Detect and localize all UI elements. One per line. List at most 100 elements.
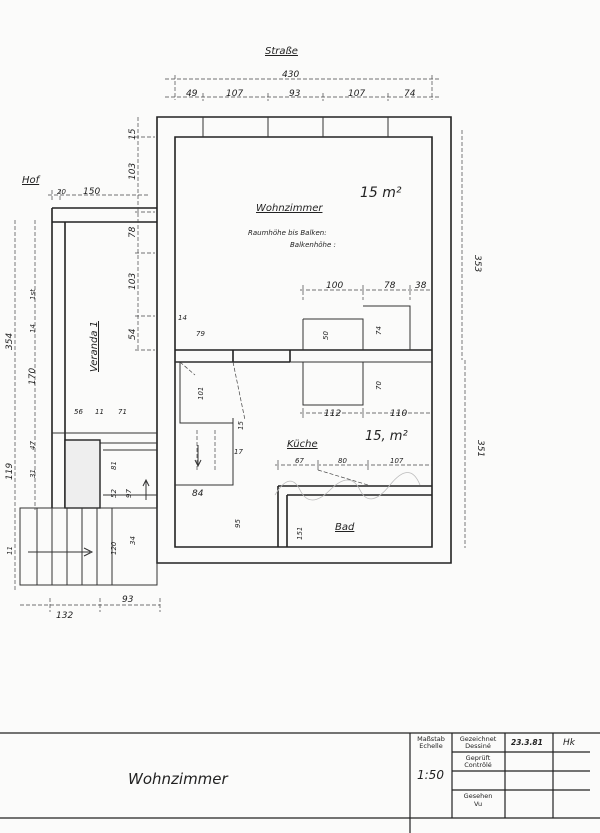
- bath-room: [275, 460, 432, 547]
- dim-cab-bottom-0: 112: [324, 409, 341, 419]
- title-block: Wohnzimmer Maßstab Echelle 1:50 Gezeichn…: [0, 732, 600, 833]
- beam-height-label: Balkenhöhe :: [290, 241, 336, 249]
- kitchen-cabinet: [302, 362, 364, 406]
- dim-stairs-5: 97: [125, 489, 133, 498]
- top-dimension-lines: [165, 75, 440, 101]
- partition-wall: [175, 349, 432, 363]
- seen-label: Gesehen: [464, 792, 493, 800]
- bath-walls: [277, 485, 432, 547]
- veranda-dimension-line: [48, 190, 150, 200]
- dim-hall-1: 79: [196, 330, 205, 338]
- drawing-title: Wohnzimmer: [128, 770, 229, 788]
- dim-bath-top-0: 67: [295, 457, 304, 465]
- arrow-right-icon: [28, 547, 94, 557]
- dim-hall-4: 17: [234, 448, 243, 456]
- room-height-label: Raumhöhe bis Balken:: [248, 229, 327, 237]
- dim-left-0: 15: [128, 128, 138, 140]
- door-swing: [179, 361, 246, 421]
- dim-bath-top-2: 107: [390, 457, 404, 465]
- dim-left-4: 54: [128, 328, 138, 340]
- living-cabinets: [302, 305, 411, 350]
- dim-cab-bottom-1: 110: [390, 409, 407, 419]
- veranda-left-dimension-lines: [14, 220, 36, 590]
- drawn-initials: Hk: [563, 738, 576, 748]
- dim-top-0: 49: [186, 89, 198, 99]
- hall-walls: [175, 361, 234, 486]
- stair-treads: [36, 508, 113, 585]
- yard-label: Hof: [22, 175, 41, 186]
- checked-label-fr: Contrôlé: [464, 761, 492, 769]
- dimension-lines: [14, 75, 466, 612]
- cabinet-dimension-lines: [300, 285, 432, 418]
- dim-right-upper: 353: [472, 255, 482, 272]
- seen-label-fr: Vu: [474, 800, 482, 808]
- drawn-label: Gezeichnet: [460, 735, 497, 743]
- dim-bath-top-1: 80: [338, 457, 347, 465]
- dim-stairs-6: 34: [129, 536, 137, 545]
- dim-veranda-top-1: 150: [83, 187, 100, 197]
- dim-veranda-left-4: 119: [5, 463, 15, 480]
- dim-cab-h-1: 74: [375, 326, 383, 335]
- dim-veranda-top-0: 20: [57, 188, 66, 196]
- dim-stairs-4: 52: [110, 489, 118, 498]
- dim-top-total: 430: [282, 70, 299, 80]
- dim-stairs-1: 11: [95, 408, 104, 416]
- pencil-scribble: [274, 472, 421, 501]
- living-room-label: Wohnzimmer: [256, 203, 323, 214]
- dim-veranda-left-2: 170: [28, 368, 38, 385]
- dim-left-1: 103: [128, 163, 138, 180]
- dim-left-3: 103: [128, 273, 138, 290]
- veranda: [51, 207, 157, 509]
- title-block-grid: [0, 732, 600, 833]
- dim-hall-6: 95: [234, 519, 242, 528]
- stairs: [19, 478, 158, 586]
- window-divisions: [202, 117, 389, 137]
- dim-top-1: 107: [226, 89, 243, 99]
- kitchen-area-label: 15, m²: [365, 429, 408, 444]
- dim-veranda-left-0: 1st: [29, 289, 37, 300]
- dim-cab-top-1: 78: [384, 281, 396, 291]
- dim-veranda-left-7: 11: [6, 546, 14, 555]
- dim-cab-top-0: 100: [326, 281, 343, 291]
- chimney: [64, 439, 101, 509]
- dim-top-4: 74: [404, 89, 416, 99]
- checked-label: Geprüft: [466, 754, 491, 762]
- cabinets: [300, 285, 432, 418]
- bottom-dimension-line: [20, 598, 161, 612]
- hall: [175, 361, 246, 486]
- dim-veranda-left-6: 31: [29, 469, 37, 478]
- outer-wall: [156, 116, 452, 564]
- bath-door-swing: [317, 469, 369, 486]
- dim-veranda-left-5: 47: [29, 441, 37, 450]
- dim-veranda-left-1: 14: [29, 324, 37, 333]
- scale-label: Maßstab: [417, 735, 445, 743]
- bath-label: Bad: [335, 522, 355, 533]
- left-dimension-line: [135, 117, 155, 351]
- arrow-up-icon: [142, 478, 150, 500]
- dim-top-3: 107: [348, 89, 365, 99]
- dim-cab-top-2: 38: [415, 281, 427, 291]
- dim-bath-height: 151: [296, 527, 304, 540]
- arrow-down-icon: [194, 445, 202, 468]
- street-label: Straße: [265, 46, 298, 57]
- dim-left-2: 78: [128, 226, 138, 238]
- dim-cab-h-0: 50: [322, 331, 330, 340]
- dim-stairs-9: 132: [56, 611, 73, 621]
- drawn-label-fr: Dessiné: [465, 742, 491, 750]
- dim-hall-2: 101: [197, 387, 205, 400]
- dim-stairs-8: 93: [122, 595, 134, 605]
- stove-dashes: [196, 430, 216, 470]
- dim-top-2: 93: [289, 89, 301, 99]
- stair-outline: [19, 507, 158, 586]
- dim-right-lower: 351: [475, 440, 485, 457]
- veranda-label: Veranda 1: [89, 321, 100, 372]
- dim-hall-5: 84: [192, 489, 204, 499]
- dim-stairs-0: 56: [74, 408, 83, 416]
- bath-dimension-line: [275, 460, 432, 470]
- dim-stairs-2: 71: [118, 408, 127, 416]
- dim-stairs-3: 81: [110, 461, 118, 470]
- drawn-date: 23.3.81: [511, 738, 543, 747]
- dim-hall-3: 15: [237, 421, 245, 430]
- dim-veranda-left-3: 354: [5, 333, 15, 350]
- dim-cab-h-2: 70: [375, 381, 383, 390]
